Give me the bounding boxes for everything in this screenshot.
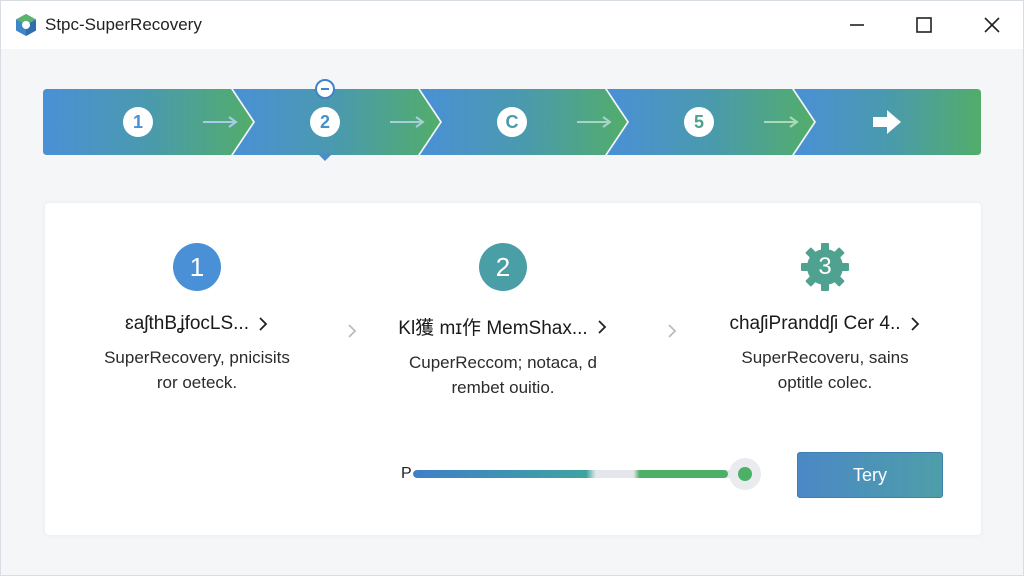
gear-icon: 3	[798, 240, 852, 294]
window-title: Stpc-SuperRecovery	[45, 15, 202, 34]
arrow-right-icon	[203, 116, 238, 128]
chevron-right-icon	[910, 317, 919, 331]
arrow-right-icon	[390, 116, 425, 128]
step-panel-description: CuperReccom; notaca, d rembet ouitio.	[363, 350, 643, 400]
step-panel-2: 2 Kl獲 mɪ作 MemShax... CuperReccom; notaca…	[363, 243, 643, 400]
progress-label: P	[401, 465, 412, 482]
current-step-indicator	[315, 79, 335, 99]
wizard-stepper: 1 2 C 5	[43, 79, 981, 161]
progress-slider-handle[interactable]	[729, 458, 761, 490]
close-button[interactable]	[967, 7, 1017, 43]
maximize-button[interactable]	[899, 7, 949, 43]
step-1-badge: 1	[123, 107, 153, 137]
step-panel-title-text: chaʃiPranddʃi Cer 4..	[729, 313, 901, 334]
chevron-right-icon	[259, 317, 268, 331]
step-panel-3: 3 chaʃiPranddʃi Cer 4.. SuperRecoveru, s…	[685, 243, 965, 395]
arrow-right-icon	[577, 116, 612, 128]
chevron-right-icon	[598, 319, 606, 334]
step-panel-description: SuperRecoveru, sains optitle colec.	[685, 345, 965, 395]
step-4-badge: 5	[684, 107, 714, 137]
step-3-badge: C	[497, 107, 527, 137]
step-panel-title-text: ɛaʃthBʝfocLS...	[125, 313, 249, 334]
close-icon	[984, 17, 1000, 33]
step-panel-title[interactable]: chaʃiPranddʃi Cer 4..	[685, 313, 965, 335]
step-2-badge: 2	[310, 107, 340, 137]
step-number-badge: 3	[818, 253, 832, 280]
step-panel-title-text: Kl獲 mɪ作 MemShax...	[398, 318, 588, 339]
minimize-button[interactable]	[832, 7, 882, 43]
desc-line: SuperRecoveru, sains	[741, 348, 909, 367]
finish-arrow-icon	[873, 110, 901, 134]
desc-line: rembet ouitio.	[451, 378, 555, 397]
title-bar[interactable]: Stpc-SuperRecovery	[1, 1, 1023, 49]
step-panel-description: SuperRecovery, pnicisits ror oeteck.	[57, 345, 337, 395]
step-panel-title[interactable]: ɛaʃthBʝfocLS...	[57, 313, 337, 335]
steps-panel: 1 ɛaʃthBʝfocLS... SuperRecovery, pnicisi…	[45, 203, 981, 535]
step-number-badge: 1	[173, 243, 221, 291]
minimize-icon	[850, 24, 864, 26]
desc-line: CuperReccom; notaca, d	[408, 353, 598, 372]
step-panel-1: 1 ɛaʃthBʝfocLS... SuperRecovery, pnicisi…	[57, 243, 337, 395]
desc-line: SuperRecovery, pnicisits	[104, 348, 290, 367]
current-step-pointer	[317, 153, 333, 161]
chevron-right-icon	[668, 324, 677, 338]
maximize-icon	[916, 17, 932, 33]
desc-line: ror oeteck.	[156, 373, 238, 392]
step-panel-title[interactable]: Kl獲 mɪ作 MemShax...	[363, 313, 643, 340]
retry-button[interactable]: Tery	[797, 452, 943, 498]
progress-bar[interactable]	[413, 470, 745, 478]
app-logo-icon	[16, 14, 36, 36]
desc-line: optitle colec.	[777, 373, 873, 392]
step-number-badge: 2	[479, 243, 527, 291]
arrow-right-icon	[764, 116, 799, 128]
chevron-right-icon	[348, 324, 357, 338]
progress-fill	[413, 470, 729, 478]
